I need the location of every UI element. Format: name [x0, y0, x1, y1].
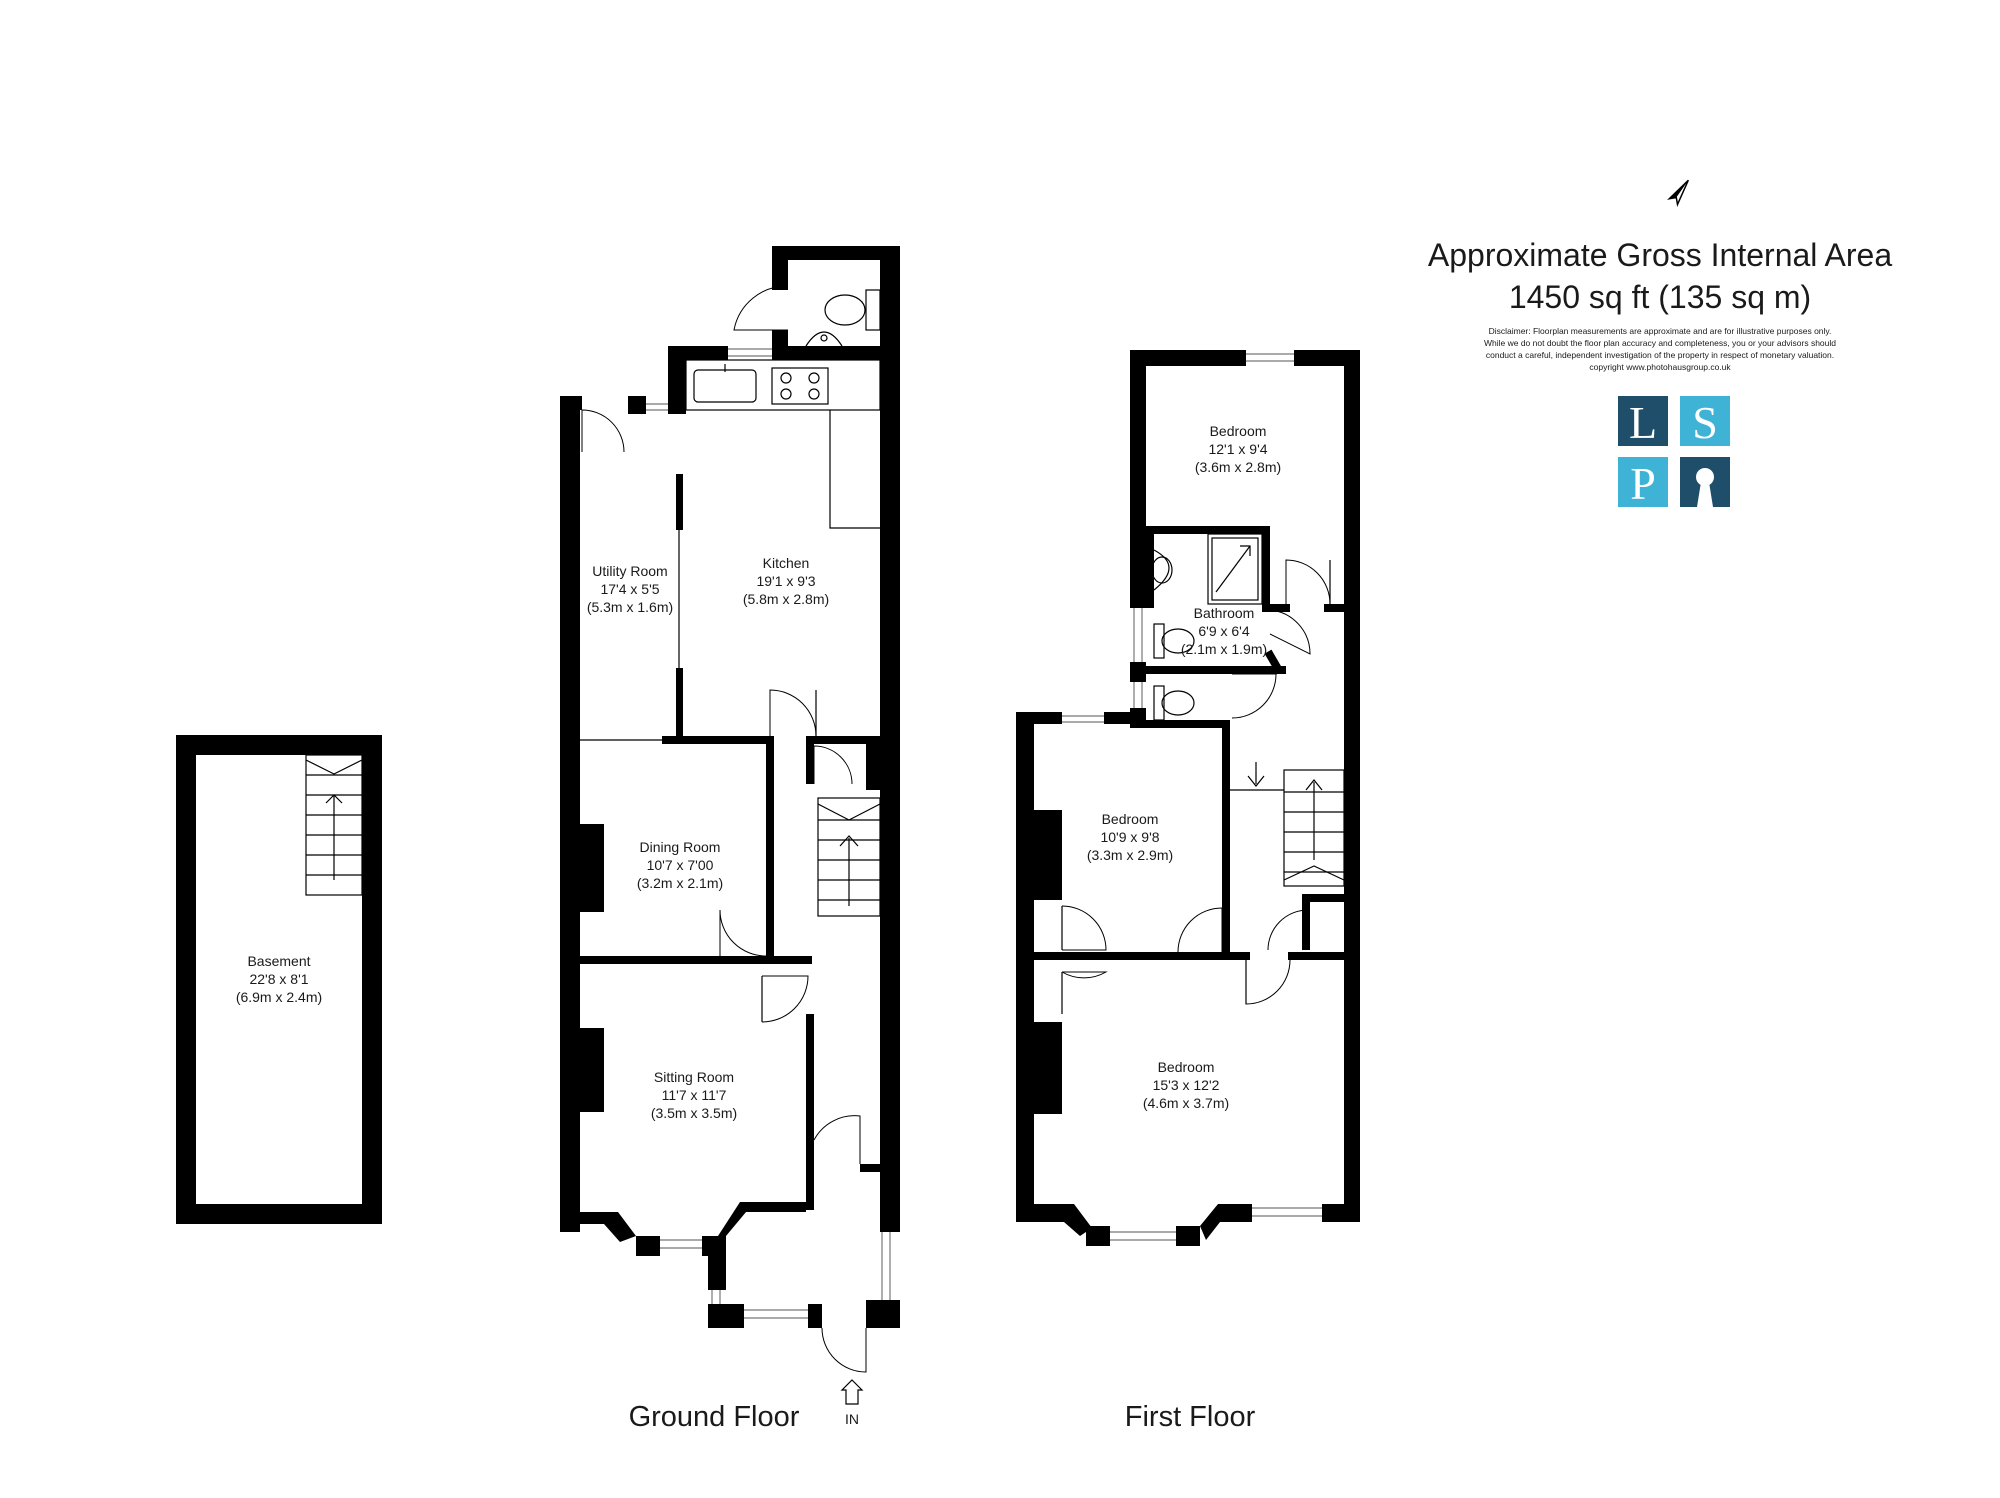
first-floor-plan: Bedroom 12'1 x 9'4 (3.6m x 2.8m) Bathroo… — [1016, 350, 1360, 1433]
logo-letter-p: P — [1630, 458, 1656, 509]
compass-icon — [1667, 179, 1690, 207]
utility-room-name: Utility Room — [592, 563, 667, 579]
rear-bedroom-name: Bedroom — [1210, 423, 1267, 439]
first-floor-stairs — [1230, 762, 1345, 887]
hob-icon — [771, 367, 829, 405]
front-bedroom-name: Bedroom — [1158, 1059, 1215, 1075]
disclaimer-line-1: Disclaimer: Floorplan measurements are a… — [1489, 326, 1832, 336]
basement-stairs — [305, 754, 363, 896]
basement-room-name: Basement — [247, 953, 310, 969]
sitting-room-name: Sitting Room — [654, 1069, 734, 1085]
front-bedroom-imperial: 15'3 x 12'2 — [1153, 1077, 1220, 1093]
rear-bedroom-imperial: 12'1 x 9'4 — [1208, 441, 1267, 457]
middle-bedroom-name: Bedroom — [1102, 811, 1159, 827]
bathroom-metric: (2.1m x 1.9m) — [1181, 641, 1267, 657]
bathroom-toilet-icon — [1153, 623, 1195, 659]
front-bedroom-metric: (4.6m x 3.7m) — [1143, 1095, 1229, 1111]
kitchen-imperial: 19'1 x 9'3 — [756, 573, 815, 589]
dining-room-name: Dining Room — [640, 839, 721, 855]
logo-letter-l: L — [1629, 397, 1657, 448]
gross-area-title: Approximate Gross Internal Area — [1428, 237, 1892, 273]
wc-toilet-icon — [824, 289, 881, 331]
ground-floor-plan: IN Utility Room 17'4 x 5'5 (5.3m x 1.6m)… — [560, 246, 900, 1433]
utility-room-imperial: 17'4 x 5'5 — [600, 581, 659, 597]
wc-toilet-icon-first — [1153, 685, 1195, 721]
ground-stairs — [817, 797, 881, 917]
basement-room-metric: (6.9m x 2.4m) — [236, 989, 322, 1005]
sitting-room-metric: (3.5m x 3.5m) — [651, 1105, 737, 1121]
kitchen-name: Kitchen — [763, 555, 810, 571]
entrance-arrow-icon — [840, 1379, 864, 1405]
bathroom-imperial: 6'9 x 6'4 — [1198, 623, 1249, 639]
bathroom-name: Bathroom — [1194, 605, 1255, 621]
rear-bedroom-metric: (3.6m x 2.8m) — [1195, 459, 1281, 475]
bathroom-basin-icon — [1151, 549, 1173, 591]
utility-room-metric: (5.3m x 1.6m) — [587, 599, 673, 615]
entrance-label: IN — [845, 1411, 859, 1427]
ground-floor-title: Ground Floor — [629, 1401, 800, 1433]
dining-room-imperial: 10'7 x 7'00 — [647, 857, 714, 873]
middle-bedroom-imperial: 10'9 x 9'8 — [1100, 829, 1159, 845]
basement-room-imperial: 22'8 x 8'1 — [249, 971, 308, 987]
kitchen-metric: (5.8m x 2.8m) — [743, 591, 829, 607]
logo-letter-s: S — [1692, 397, 1718, 448]
lsp-logo: L S P — [1618, 396, 1730, 509]
middle-bedroom-metric: (3.3m x 2.9m) — [1087, 847, 1173, 863]
disclaimer-line-3: conduct a careful, independent investiga… — [1486, 350, 1834, 360]
kitchen-counters — [685, 359, 881, 529]
disclaimer-line-2: While we do not doubt the floor plan acc… — [1484, 338, 1836, 348]
disclaimer-line-4: copyright www.photohausgroup.co.uk — [1589, 362, 1731, 372]
wc-basin-icon — [805, 331, 843, 347]
keyhole-icon — [1696, 468, 1714, 507]
first-floor-title: First Floor — [1125, 1401, 1256, 1433]
dining-room-metric: (3.2m x 2.1m) — [637, 875, 723, 891]
sitting-room-imperial: 11'7 x 11'7 — [662, 1087, 727, 1103]
basement-plan: Basement 22'8 x 8'1 (6.9m x 2.4m) — [176, 735, 382, 1224]
shower-icon — [1207, 533, 1263, 605]
gross-area-value: 1450 sq ft (135 sq m) — [1509, 279, 1811, 315]
